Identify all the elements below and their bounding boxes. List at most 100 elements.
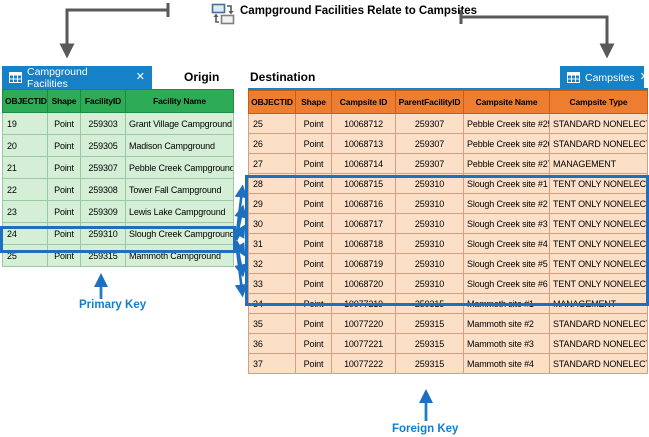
table-cell: 259307 <box>80 156 126 179</box>
table-cell: 259315 <box>395 353 464 374</box>
table-cell: 23 <box>2 200 48 223</box>
table-cell: TENT ONLY NONELECTRIC <box>549 173 648 194</box>
table-cell: 259310 <box>395 253 464 274</box>
table-cell: Slough Creek site #3 <box>463 213 550 234</box>
column-header[interactable]: ParentFacilityID <box>395 90 464 114</box>
destination-connector-line <box>461 15 615 59</box>
column-header[interactable]: Campsite ID <box>331 90 396 114</box>
table-cell: STANDARD NONELECTRIC <box>549 353 648 374</box>
table-cell: 259307 <box>395 133 464 154</box>
table-cell: 10077220 <box>331 313 396 334</box>
table-cell: Point <box>295 113 332 134</box>
table-cell: STANDARD NONELECTRIC <box>549 313 648 334</box>
column-header[interactable]: OBJECTID <box>2 89 48 113</box>
table-cell: Mammoth site #3 <box>463 333 550 354</box>
close-icon[interactable]: ✕ <box>639 71 649 83</box>
table-cell: Mammoth site #4 <box>463 353 550 374</box>
table-cell: 259315 <box>395 333 464 354</box>
table-cell: 26 <box>248 133 296 154</box>
column-header[interactable]: FacilityID <box>80 89 126 113</box>
table-cell: Point <box>295 133 332 154</box>
tab-campground-facilities[interactable]: Campground Facilities ✕ <box>2 65 152 90</box>
table-grid-icon <box>9 72 22 83</box>
tab-label: Campsites <box>585 71 635 84</box>
table-cell: 259310 <box>80 222 126 245</box>
destination-label: Destination <box>250 70 316 84</box>
close-icon[interactable]: ✕ <box>135 71 145 83</box>
table-cell: 10068717 <box>331 213 396 234</box>
table-cell: Point <box>295 153 332 174</box>
column-header[interactable]: OBJECTID <box>248 90 296 114</box>
table-cell: Tower Fall Campground <box>125 178 234 201</box>
table-cell: Pebble Creek site #25 <box>463 113 550 134</box>
table-cell: Point <box>47 134 81 157</box>
table-cell: 10068712 <box>331 113 396 134</box>
table-cell: 27 <box>248 153 296 174</box>
table-cell: 259305 <box>80 134 126 157</box>
table-cell: Mammoth Campground <box>125 244 234 267</box>
table-cell: 10068716 <box>331 193 396 214</box>
table-cell: Point <box>295 233 332 254</box>
table-cell: STANDARD NONELECTRIC <box>549 333 648 354</box>
column-header[interactable]: Campsite Type <box>549 90 648 114</box>
table-cell: TENT ONLY NONELECTRIC <box>549 273 648 294</box>
foreign-key-label: Foreign Key <box>392 423 459 435</box>
table-cell: Pebble Creek site #26 <box>463 133 550 154</box>
table-cell: Point <box>295 253 332 274</box>
relate-title: Campground Facilities Relate to Campsite… <box>240 5 478 17</box>
table-cell: MANAGEMENT <box>549 293 648 314</box>
table-cell: 259310 <box>395 233 464 254</box>
tab-label: Campground Facilities <box>27 65 88 90</box>
table-cell: Point <box>47 112 81 135</box>
table-cell: 22 <box>2 178 48 201</box>
table-cell: Point <box>295 353 332 374</box>
table-cell: 10068718 <box>331 233 396 254</box>
table-cell: MANAGEMENT <box>549 153 648 174</box>
table-cell: Point <box>47 222 81 245</box>
table-cell: 33 <box>248 273 296 294</box>
table-cell: 35 <box>248 313 296 334</box>
column-header[interactable]: Facility Name <box>125 89 234 113</box>
table-cell: 25 <box>248 113 296 134</box>
column-header[interactable]: Shape <box>47 89 81 113</box>
tab-campsites[interactable]: Campsites ✕ <box>560 66 649 89</box>
table-cell: 29 <box>248 193 296 214</box>
table-cell: Point <box>47 244 81 267</box>
column-header[interactable]: Campsite Name <box>463 90 550 114</box>
table-cell: Madison Campground <box>125 134 234 157</box>
table-cell: Mammoth site #1 <box>463 293 550 314</box>
table-cell: Slough Creek site #1 <box>463 173 550 194</box>
table-cell: STANDARD NONELECTRIC <box>549 133 648 154</box>
table-cell: 36 <box>248 333 296 354</box>
column-header[interactable]: Shape <box>295 90 332 114</box>
table-cell: Point <box>295 273 332 294</box>
table-cell: 259310 <box>395 173 464 194</box>
table-cell: Pebble Creek site #27 <box>463 153 550 174</box>
relate-fan-arrows <box>233 184 248 298</box>
origin-connector-line <box>59 8 168 59</box>
table-cell: 259315 <box>80 244 126 267</box>
